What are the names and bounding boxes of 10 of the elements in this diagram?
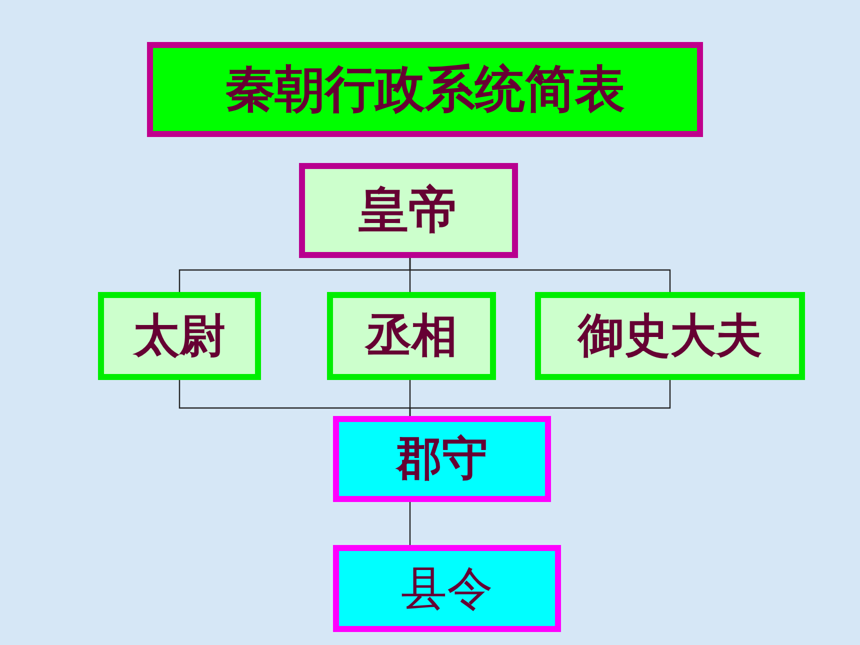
org-box: 丞相 <box>327 292 496 380</box>
connector-line <box>409 258 671 292</box>
connector-line <box>409 380 671 416</box>
org-box: 太尉 <box>98 292 261 380</box>
org-box: 皇帝 <box>299 163 518 258</box>
title-banner: 秦朝行政系统简表 <box>147 42 703 137</box>
connector-line <box>409 502 411 545</box>
org-box: 御史大夫 <box>535 292 805 380</box>
org-box: 郡守 <box>333 416 551 502</box>
org-box: 县令 <box>333 545 561 632</box>
